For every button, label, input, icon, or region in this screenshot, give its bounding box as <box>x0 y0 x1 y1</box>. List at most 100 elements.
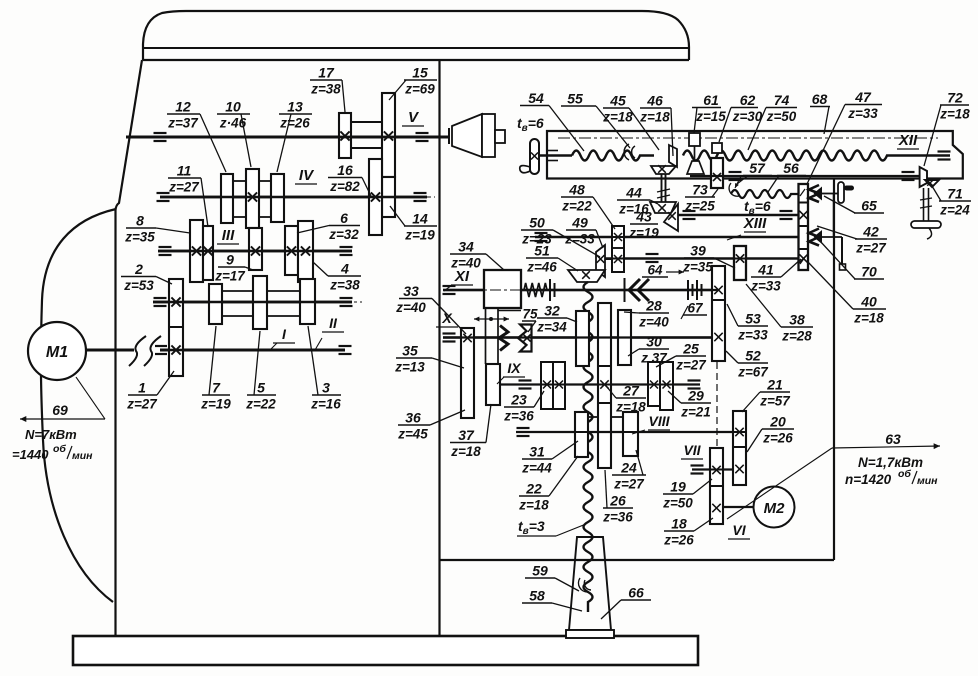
svg-text:z=18: z=18 <box>615 400 646 415</box>
svg-text:z=16: z=16 <box>310 397 341 412</box>
svg-text:n=1420: n=1420 <box>845 472 892 487</box>
svg-text:X: X <box>441 310 453 326</box>
svg-text:14: 14 <box>412 211 428 227</box>
svg-text:z=28: z=28 <box>781 329 812 344</box>
svg-text:z=27: z=27 <box>855 241 886 256</box>
svg-text:IV: IV <box>299 167 315 184</box>
svg-text:5: 5 <box>257 380 265 396</box>
svg-text:мин: мин <box>917 475 938 487</box>
svg-text:31: 31 <box>529 444 545 460</box>
svg-text:z=27: z=27 <box>675 358 706 373</box>
svg-text:63: 63 <box>885 431 901 447</box>
svg-text:3: 3 <box>322 380 330 396</box>
svg-text:29: 29 <box>687 388 704 404</box>
svg-text:58: 58 <box>529 588 545 604</box>
svg-text:47: 47 <box>854 89 872 105</box>
svg-text:z=13: z=13 <box>394 360 425 375</box>
svg-text:23: 23 <box>510 392 527 408</box>
svg-text:z=40: z=40 <box>450 256 481 271</box>
svg-text:19: 19 <box>670 479 686 495</box>
svg-text:44: 44 <box>625 185 642 201</box>
svg-text:72: 72 <box>947 90 963 106</box>
svg-text:z=27: z=27 <box>126 397 157 412</box>
svg-text:68: 68 <box>812 91 828 107</box>
svg-text:62: 62 <box>740 92 756 108</box>
svg-text:z=18: z=18 <box>853 311 884 326</box>
svg-text:z=19: z=19 <box>200 397 231 412</box>
svg-text:z=45: z=45 <box>397 427 428 442</box>
svg-text:z=30: z=30 <box>732 109 763 124</box>
svg-text:27: 27 <box>622 383 640 399</box>
svg-text:об: об <box>53 443 66 455</box>
svg-text:z=38: z=38 <box>329 278 360 293</box>
svg-text:1: 1 <box>138 380 146 396</box>
svg-text:24: 24 <box>620 460 637 476</box>
svg-text:z=37: z=37 <box>167 116 198 131</box>
svg-text:25: 25 <box>682 341 699 357</box>
svg-text:11: 11 <box>177 163 192 179</box>
svg-text:z=25: z=25 <box>684 199 715 214</box>
svg-text:20: 20 <box>769 414 786 430</box>
svg-text:V: V <box>408 109 420 126</box>
svg-text:II: II <box>329 315 338 331</box>
svg-text:40: 40 <box>860 294 877 310</box>
svg-text:z=23: z=23 <box>521 232 552 247</box>
svg-text:56: 56 <box>783 160 799 176</box>
svg-text:I: I <box>282 326 287 342</box>
svg-text:z=26: z=26 <box>279 116 310 131</box>
svg-text:41: 41 <box>757 262 774 278</box>
svg-text:z=27: z=27 <box>613 477 644 492</box>
svg-text:z·46: z·46 <box>219 116 247 131</box>
svg-text:26: 26 <box>609 493 626 509</box>
svg-text:z=19: z=19 <box>404 228 435 243</box>
svg-text:10: 10 <box>225 99 241 115</box>
svg-text:z=21: z=21 <box>680 405 711 420</box>
svg-text:z=26: z=26 <box>762 431 793 446</box>
svg-text:z=32: z=32 <box>328 227 359 242</box>
svg-text:17: 17 <box>318 65 335 81</box>
svg-text:z=40: z=40 <box>395 300 426 315</box>
svg-text:16: 16 <box>337 162 353 178</box>
svg-text:z=69: z=69 <box>404 82 435 97</box>
svg-text:46: 46 <box>646 93 663 109</box>
svg-text:N=1,7кВт: N=1,7кВт <box>858 455 923 470</box>
svg-text:51: 51 <box>534 243 550 259</box>
svg-text:z=24: z=24 <box>939 203 970 218</box>
svg-text:28: 28 <box>645 298 662 314</box>
svg-text:z=34: z=34 <box>536 320 567 335</box>
svg-text:z=36: z=36 <box>503 409 534 424</box>
svg-text:VIII: VIII <box>648 413 670 429</box>
svg-text:61: 61 <box>703 92 719 108</box>
svg-text:70: 70 <box>861 264 877 280</box>
svg-text:45: 45 <box>609 93 626 109</box>
svg-text:6: 6 <box>340 210 348 226</box>
svg-text:9: 9 <box>226 252 234 268</box>
svg-text:52: 52 <box>745 348 761 364</box>
svg-text:XI: XI <box>454 268 470 285</box>
svg-text:32: 32 <box>544 303 560 319</box>
svg-text:13: 13 <box>287 99 303 115</box>
svg-text:z=33: z=33 <box>750 279 781 294</box>
svg-text:48: 48 <box>568 182 585 198</box>
svg-text:57: 57 <box>749 160 766 176</box>
svg-text:z=67: z=67 <box>737 365 768 380</box>
svg-text:75: 75 <box>522 307 538 322</box>
svg-text:z=27: z=27 <box>168 180 199 195</box>
svg-text:65: 65 <box>861 198 877 214</box>
svg-text:73: 73 <box>692 182 708 198</box>
svg-text:8: 8 <box>136 213 144 229</box>
svg-text:z=17: z=17 <box>214 269 245 284</box>
svg-text:7: 7 <box>212 380 221 396</box>
svg-text:39: 39 <box>690 243 706 259</box>
svg-text:59: 59 <box>532 563 548 579</box>
svg-text:z=50: z=50 <box>662 496 693 511</box>
svg-text:50: 50 <box>529 215 545 231</box>
svg-text:z=82: z=82 <box>329 179 360 194</box>
svg-text:38: 38 <box>789 312 805 328</box>
svg-text:z 37: z 37 <box>640 351 667 366</box>
svg-text:22: 22 <box>525 481 542 497</box>
svg-text:34: 34 <box>458 239 474 255</box>
svg-text:z=18: z=18 <box>450 444 481 459</box>
svg-text:55: 55 <box>567 91 583 107</box>
svg-text:37: 37 <box>458 427 475 443</box>
